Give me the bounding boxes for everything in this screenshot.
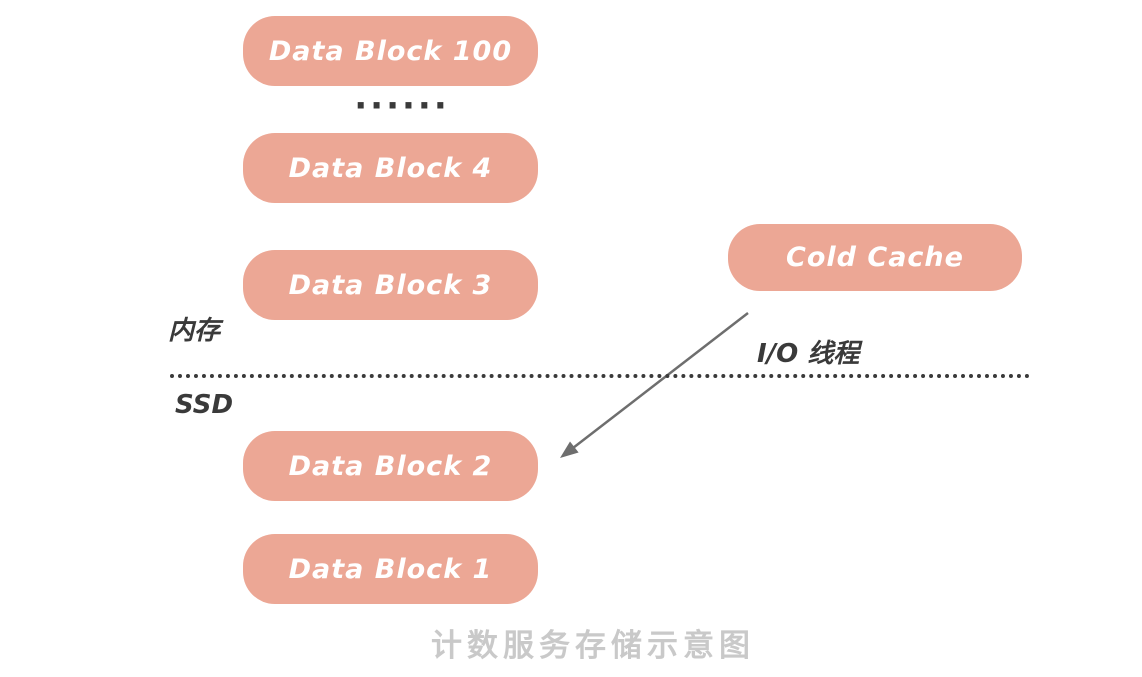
data-block-4: Data Block 4 (243, 133, 538, 203)
memory-label: 内存 (168, 316, 221, 346)
cold-cache-block: Cold Cache (728, 224, 1022, 291)
io-arrow-head (560, 441, 579, 458)
io-arrow-line (572, 312, 749, 449)
data-block-3-label: Data Block 3 (288, 269, 493, 301)
memory-ssd-divider (170, 374, 1030, 378)
data-block-1-label: Data Block 1 (288, 553, 493, 585)
data-block-100-label: Data Block 100 (268, 35, 513, 67)
ssd-label: SSD (175, 390, 234, 420)
data-block-1: Data Block 1 (243, 534, 538, 604)
diagram-caption: 计数服务存储示意图 (431, 628, 755, 664)
data-block-2-label: Data Block 2 (288, 450, 493, 482)
ellipsis-dots: ······ (354, 86, 450, 126)
io-thread-label: I/O 线程 (757, 339, 860, 369)
data-block-2: Data Block 2 (243, 431, 538, 501)
data-block-3: Data Block 3 (243, 250, 538, 320)
data-block-100: Data Block 100 (243, 16, 538, 86)
data-block-4-label: Data Block 4 (288, 152, 493, 184)
cold-cache-label: Cold Cache (786, 242, 964, 273)
